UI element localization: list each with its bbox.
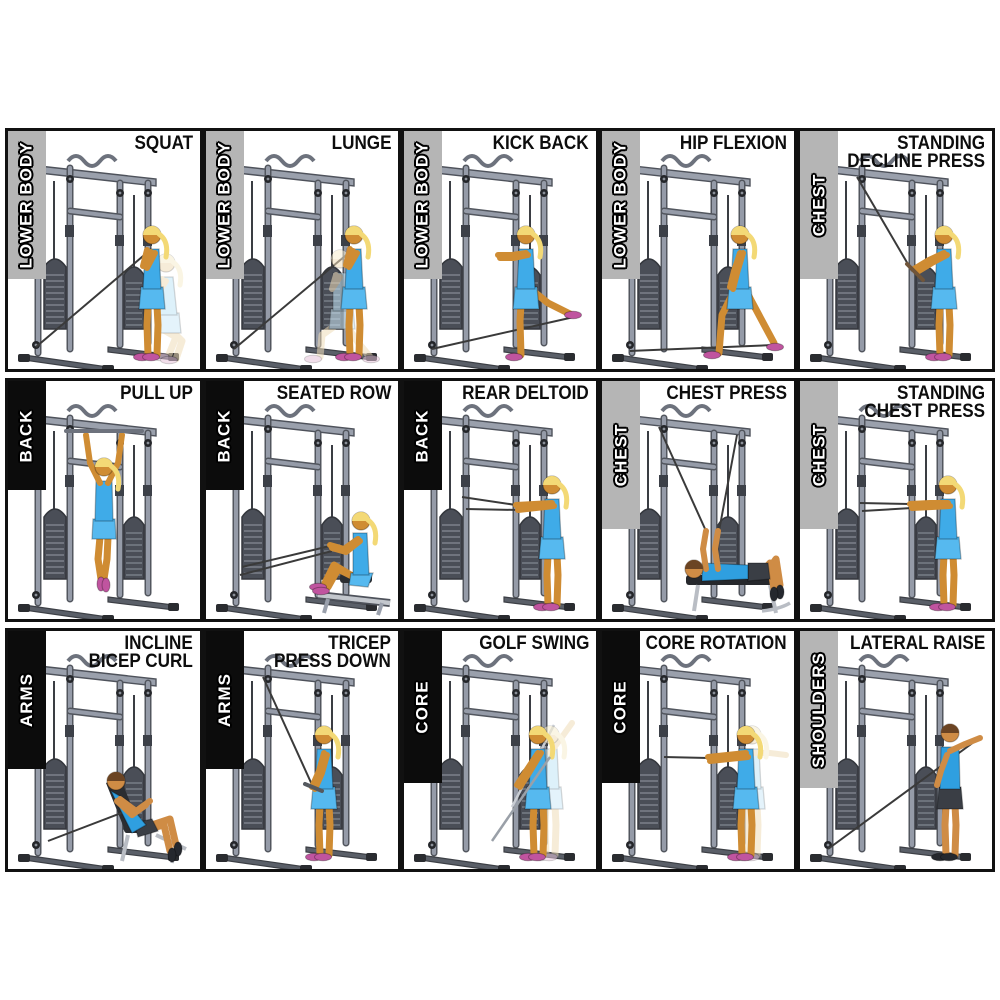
muscle-group-label: CHEST	[611, 423, 630, 487]
muscle-group-strip: ARMS	[8, 631, 46, 770]
woman-core-rotation-with-ghost	[612, 654, 789, 869]
muscle-group-label: CORE	[413, 680, 432, 734]
exercise-title: SQUAT	[134, 133, 193, 154]
exercise-title: SEATED ROW	[276, 383, 391, 404]
muscle-group-label: ARMS	[17, 672, 36, 728]
exercise-title: REAR DELTOID	[462, 383, 589, 404]
exercise-title: STANDING CHEST PRESS	[864, 383, 985, 423]
muscle-group-label: CHEST	[809, 423, 828, 487]
muscle-group-strip: BACK	[8, 381, 46, 491]
muscle-group-label: LOWER BODY	[413, 141, 433, 269]
cell-seated-row: BACK SEATED ROW	[203, 378, 401, 622]
person-figure	[309, 511, 379, 596]
cell-core-rotation: CORE CORE ROTATION	[599, 628, 797, 872]
muscle-group-strip: BACK	[206, 381, 244, 491]
cell-standing-chest-press: CHEST STANDING CHEST PRESS	[797, 378, 995, 622]
cell-rear-deltoid: BACK REAR DELTOID	[401, 378, 599, 622]
muscle-group-strip: LOWER BODY	[8, 131, 46, 279]
cable-machine	[18, 154, 179, 369]
muscle-group-label: BACK	[413, 409, 433, 463]
exercise-title: GOLF SWING	[478, 633, 589, 654]
muscle-group-strip: LOWER BODY	[602, 131, 640, 279]
muscle-group-strip: CHEST	[800, 381, 838, 529]
muscle-group-label: CORE	[611, 680, 630, 734]
muscle-group-label: LOWER BODY	[215, 141, 235, 269]
person-figure	[495, 225, 582, 362]
muscle-group-label: ARMS	[215, 672, 234, 728]
cell-kick-back: LOWER BODY KICK BACK	[401, 128, 599, 372]
exercise-title: TRICEP PRESS DOWN	[274, 633, 391, 673]
muscle-group-strip: CHEST	[800, 131, 838, 279]
cell-tricep-press-down: ARMS TRICEP PRESS DOWN	[203, 628, 401, 872]
cell-lunge: LOWER BODY LUNGE	[203, 128, 401, 372]
person-figure	[305, 725, 342, 862]
person-figure	[513, 475, 570, 612]
exercise-title: PULL UP	[120, 383, 193, 404]
muscle-group-strip: CORE	[602, 631, 640, 784]
cable-machine	[612, 654, 773, 869]
person-figure	[931, 723, 983, 862]
muscle-group-strip: CORE	[404, 631, 442, 784]
person-figure	[106, 771, 183, 863]
exercise-illustration	[8, 131, 200, 369]
exercise-illustration	[800, 131, 992, 369]
woman-cable-squat-with-ghost	[18, 154, 186, 369]
cell-pull-up: BACK PULL UP	[5, 378, 203, 622]
woman-cable-hip-flexion	[612, 154, 784, 369]
muscle-group-strip: CHEST	[602, 381, 640, 529]
muscle-group-strip: LOWER BODY	[404, 131, 442, 279]
cell-chest-press: CHEST CHEST PRESS	[599, 378, 797, 622]
muscle-group-label: LOWER BODY	[17, 141, 37, 269]
exercise-illustration	[8, 631, 200, 869]
person-figure	[911, 225, 962, 362]
cell-standing-decline-press: CHEST STANDING DECLINE PRESS	[797, 128, 995, 372]
person-figure	[684, 528, 785, 602]
exercise-illustration	[602, 131, 794, 369]
exercise-title: CORE ROTATION	[646, 633, 787, 654]
person-figure	[703, 225, 784, 360]
muscle-group-strip: BACK	[404, 381, 442, 491]
person-figure	[83, 432, 125, 593]
exercise-title: STANDING DECLINE PRESS	[847, 133, 985, 173]
person-figure	[133, 225, 170, 362]
muscle-group-label: BACK	[215, 409, 235, 463]
muscle-group-label: BACK	[17, 409, 37, 463]
exercise-title: LATERAL RAISE	[849, 633, 985, 654]
muscle-group-label: LOWER BODY	[611, 141, 631, 269]
exercise-illustration	[602, 631, 794, 869]
exercise-title: KICK BACK	[493, 133, 589, 154]
cell-golf-swing: CORE GOLF SWING	[401, 628, 599, 872]
exercise-title: INCLINE BICEP CURL	[88, 633, 193, 673]
cell-incline-bicep-curl: ARMS INCLINE BICEP CURL	[5, 628, 203, 872]
man-incline-bicep-curl	[18, 654, 187, 869]
exercise-title: HIP FLEXION	[679, 133, 787, 154]
muscle-group-strip: ARMS	[206, 631, 244, 770]
exercise-title: CHEST PRESS	[666, 383, 787, 404]
muscle-group-label: CHEST	[809, 173, 828, 237]
cell-squat: LOWER BODY SQUAT	[5, 128, 203, 372]
muscle-group-strip: SHOULDERS	[800, 631, 838, 789]
person-figure	[335, 225, 372, 362]
cell-hip-flexion: LOWER BODY HIP FLEXION	[599, 128, 797, 372]
cell-lateral-raise: SHOULDERS LATERAL RAISE	[797, 628, 995, 872]
woman-standing-decline-press	[810, 154, 971, 369]
exercise-title: LUNGE	[331, 133, 391, 154]
person-figure	[705, 725, 764, 862]
muscle-group-strip: LOWER BODY	[206, 131, 244, 279]
exercise-grid: LOWER BODY SQUAT LOWER BODY LUNGE LOWER …	[5, 128, 995, 872]
muscle-group-label: SHOULDERS	[809, 651, 829, 768]
person-figure	[907, 475, 966, 612]
